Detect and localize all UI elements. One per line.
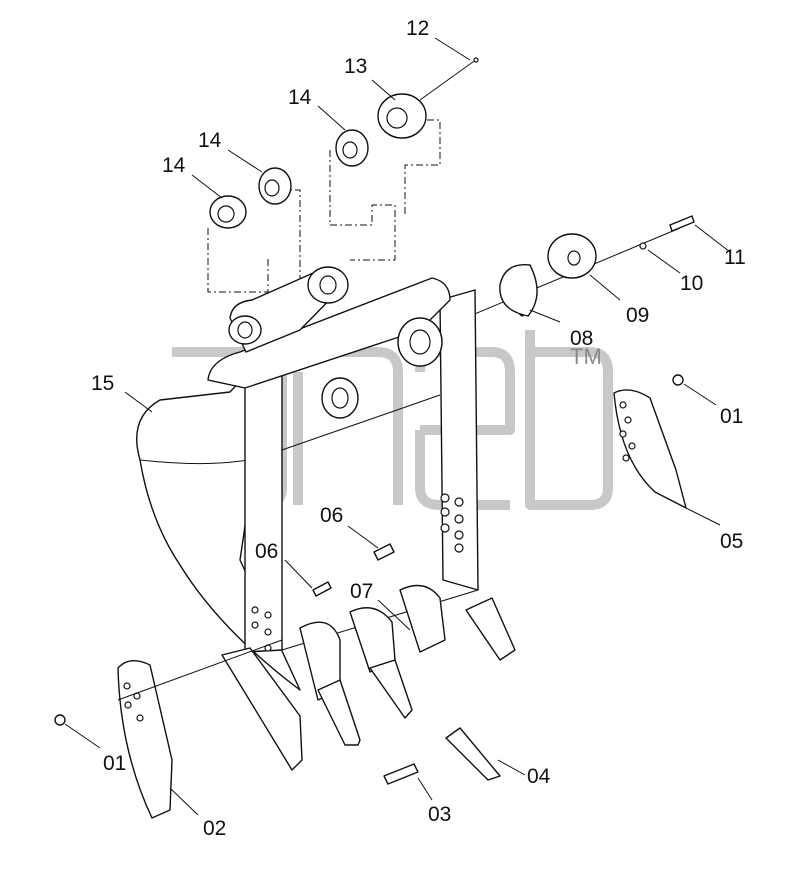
label-02: 02 [203, 817, 226, 840]
label-14-middle: 14 [198, 129, 222, 152]
leader-lines [64, 37, 731, 816]
bolts-06 [312, 543, 395, 597]
label-03: 03 [428, 803, 451, 826]
label-06-lower: 06 [255, 540, 278, 563]
label-10: 10 [680, 272, 703, 295]
label-07: 07 [350, 580, 373, 603]
bucket-body [136, 277, 479, 691]
label-08: 08 [570, 327, 593, 350]
label-12: 12 [406, 17, 429, 40]
shim-hardware [499, 215, 695, 317]
label-01-right: 01 [720, 405, 743, 428]
teeth-row [221, 584, 516, 785]
label-15: 15 [91, 372, 114, 395]
label-06-upper: 06 [320, 504, 343, 527]
label-14-left: 14 [162, 154, 186, 177]
label-05: 05 [720, 530, 743, 553]
label-04: 04 [527, 765, 551, 788]
pin-12 [469, 57, 479, 65]
label-09: 09 [626, 304, 649, 327]
part-labels: 12 13 14 14 14 11 10 09 08 15 01 06 05 0… [91, 17, 746, 840]
label-13: 13 [344, 55, 367, 78]
label-01-left: 01 [103, 752, 126, 775]
linkage-bosses [228, 266, 443, 419]
side-cutter-plates [54, 374, 687, 819]
label-14-top: 14 [288, 86, 312, 109]
label-11: 11 [724, 246, 746, 269]
bushings [209, 93, 427, 229]
watermark-tm: TM [570, 344, 602, 369]
